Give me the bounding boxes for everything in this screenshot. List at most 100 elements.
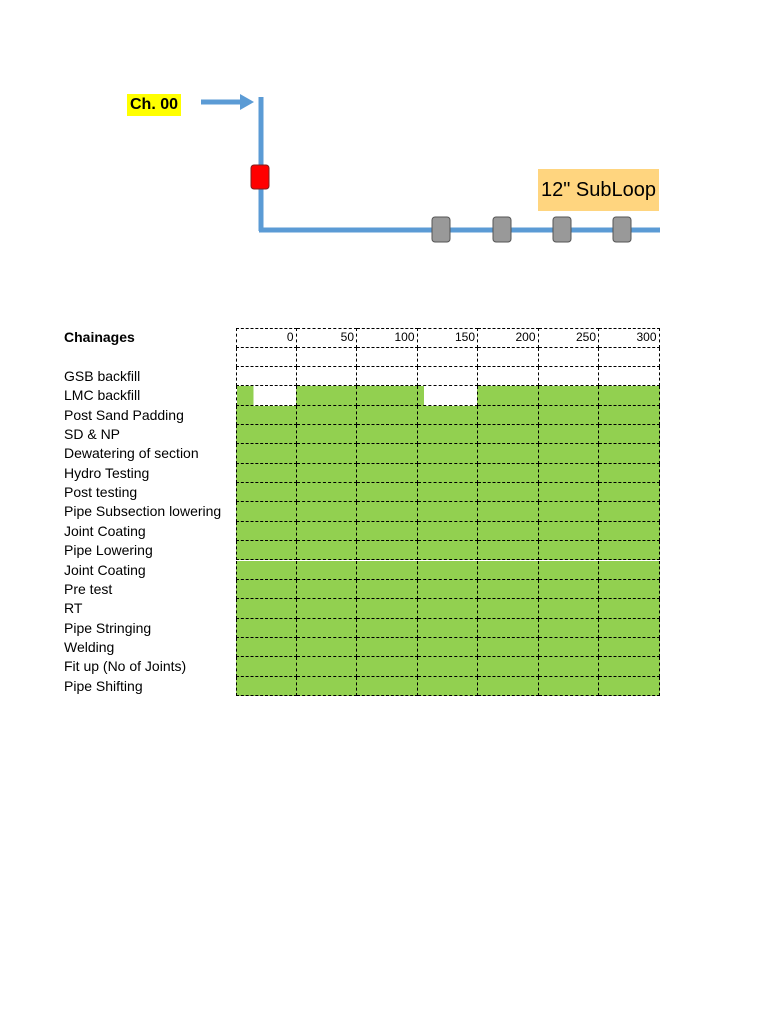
progress-cell <box>599 618 660 638</box>
activity-label: RT <box>64 600 83 617</box>
progress-cell <box>538 676 599 696</box>
progress-cell <box>417 521 478 542</box>
progress-cell <box>417 657 478 677</box>
pipeline-diagram <box>201 94 660 243</box>
joint-marker <box>552 216 572 243</box>
progress-cell <box>599 637 660 658</box>
progress-cell <box>357 367 418 387</box>
progress-cell <box>599 502 660 522</box>
progress-cell <box>478 560 539 580</box>
progress-cell <box>236 444 297 464</box>
progress-cell <box>236 405 297 426</box>
progress-cell <box>538 425 599 445</box>
progress-cell <box>538 502 599 522</box>
progress-cell <box>236 367 297 387</box>
progress-cell <box>417 541 478 561</box>
progress-cell <box>417 405 478 426</box>
progress-cell <box>357 463 418 484</box>
progress-cell <box>236 637 297 658</box>
progress-cell <box>296 367 357 387</box>
progress-cell <box>478 483 539 503</box>
progress-cell <box>417 367 478 387</box>
progress-cell <box>538 579 599 600</box>
progress-cell <box>236 502 297 522</box>
progress-cell <box>599 463 660 484</box>
progress-cell <box>417 579 478 600</box>
progress-cell <box>236 676 297 696</box>
progress-cell <box>296 405 357 426</box>
progress-cell <box>357 541 418 561</box>
progress-cell <box>599 367 660 387</box>
progress-cell <box>236 521 297 542</box>
progress-cell <box>599 521 660 542</box>
progress-cell <box>478 657 539 677</box>
progress-cell <box>478 444 539 464</box>
spacer-cell <box>236 347 297 367</box>
progress-cell <box>296 502 357 522</box>
chainage-header-cell: 50 <box>296 328 357 348</box>
chainage-header-cell: 200 <box>478 328 539 348</box>
progress-cell <box>599 676 660 696</box>
progress-cell <box>236 599 297 619</box>
progress-cell <box>296 463 357 484</box>
progress-cell <box>357 405 418 426</box>
activity-label: SD & NP <box>64 426 121 443</box>
progress-cell <box>538 463 599 484</box>
progress-cell <box>478 579 539 600</box>
progress-cell <box>538 541 599 561</box>
progress-cell <box>296 521 357 542</box>
progress-cell <box>478 425 539 445</box>
spacer-cell <box>599 347 660 367</box>
progress-cell <box>538 444 599 464</box>
joint-marker <box>431 216 451 243</box>
progress-cell <box>357 676 418 696</box>
progress-cell <box>296 444 357 464</box>
chainage-start-label: Ch. 00 <box>127 94 182 116</box>
progress-cell <box>599 444 660 464</box>
activity-label: Joint Coating <box>64 522 146 539</box>
progress-cell <box>599 657 660 677</box>
progress-cell <box>236 386 297 406</box>
progress-cell <box>538 618 599 638</box>
progress-cell <box>478 618 539 638</box>
start-arrow-head <box>240 94 254 110</box>
progress-cell <box>357 386 418 406</box>
spacer-cell <box>296 347 357 367</box>
progress-cell <box>538 560 599 580</box>
activity-label: Dewatering of section <box>64 445 199 462</box>
spacer-cell <box>417 347 478 367</box>
progress-cell <box>599 599 660 619</box>
joint-marker <box>612 216 632 243</box>
progress-cell <box>478 521 539 542</box>
progress-cell <box>296 541 357 561</box>
joint-marker <box>492 216 512 243</box>
progress-cell <box>296 425 357 445</box>
progress-cell <box>296 386 357 406</box>
progress-cell <box>417 444 478 464</box>
progress-cell <box>296 676 357 696</box>
progress-cell <box>357 483 418 503</box>
progress-cell <box>599 405 660 426</box>
progress-cell <box>357 444 418 464</box>
progress-cell <box>357 502 418 522</box>
chainages-header-label: Chainages <box>64 329 135 345</box>
chainage-header-cell: 0 <box>236 328 297 348</box>
progress-cell <box>357 637 418 658</box>
progress-cell <box>478 599 539 619</box>
progress-cell <box>236 425 297 445</box>
progress-cell <box>236 560 297 580</box>
progress-cell <box>478 637 539 658</box>
progress-cell <box>236 463 297 484</box>
progress-cell <box>417 502 478 522</box>
progress-cell <box>357 599 418 619</box>
progress-cell <box>417 599 478 619</box>
progress-cell <box>538 657 599 677</box>
progress-cell <box>417 386 478 406</box>
spacer-cell <box>538 347 599 367</box>
activity-label: Pipe Subsection lowering <box>64 503 222 520</box>
progress-cell <box>357 560 418 580</box>
progress-cell <box>538 405 599 426</box>
progress-cell <box>417 463 478 484</box>
activity-label: GSB backfill <box>64 368 141 384</box>
progress-cell <box>417 425 478 445</box>
